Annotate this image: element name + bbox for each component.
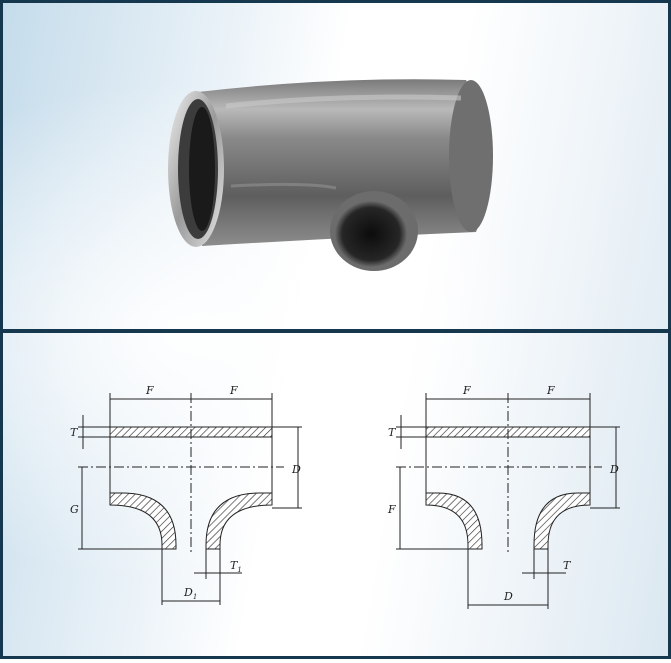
left-dim-f-right: F — [229, 384, 238, 397]
left-dim-f-left: F — [145, 384, 154, 397]
right-tee-drawing — [396, 393, 620, 609]
right-dim-t: T — [388, 426, 397, 439]
dimension-drawings: F F T D G T1 D1 — [70, 384, 620, 609]
pipe-tee-photo — [168, 79, 493, 271]
left-dim-t1: T1 — [230, 559, 242, 574]
right-dim-f-branch: F — [387, 503, 396, 516]
dimension-drawings-panel: F F T D G T1 D1 — [6, 333, 671, 659]
right-dim-d-branch: D — [503, 590, 513, 603]
right-dim-f-right: F — [546, 384, 555, 397]
left-dim-d1: D1 — [183, 586, 197, 601]
left-dim-t: T — [70, 426, 79, 439]
right-dim-f-left: F — [462, 384, 471, 397]
left-dim-d: D — [291, 463, 301, 476]
left-dim-g: G — [70, 503, 79, 516]
product-photo-panel — [6, 6, 671, 329]
right-dim-d: D — [609, 463, 619, 476]
right-dim-t-branch: T — [563, 559, 572, 572]
panel-divider — [3, 329, 671, 333]
left-tee-drawing — [78, 393, 302, 605]
